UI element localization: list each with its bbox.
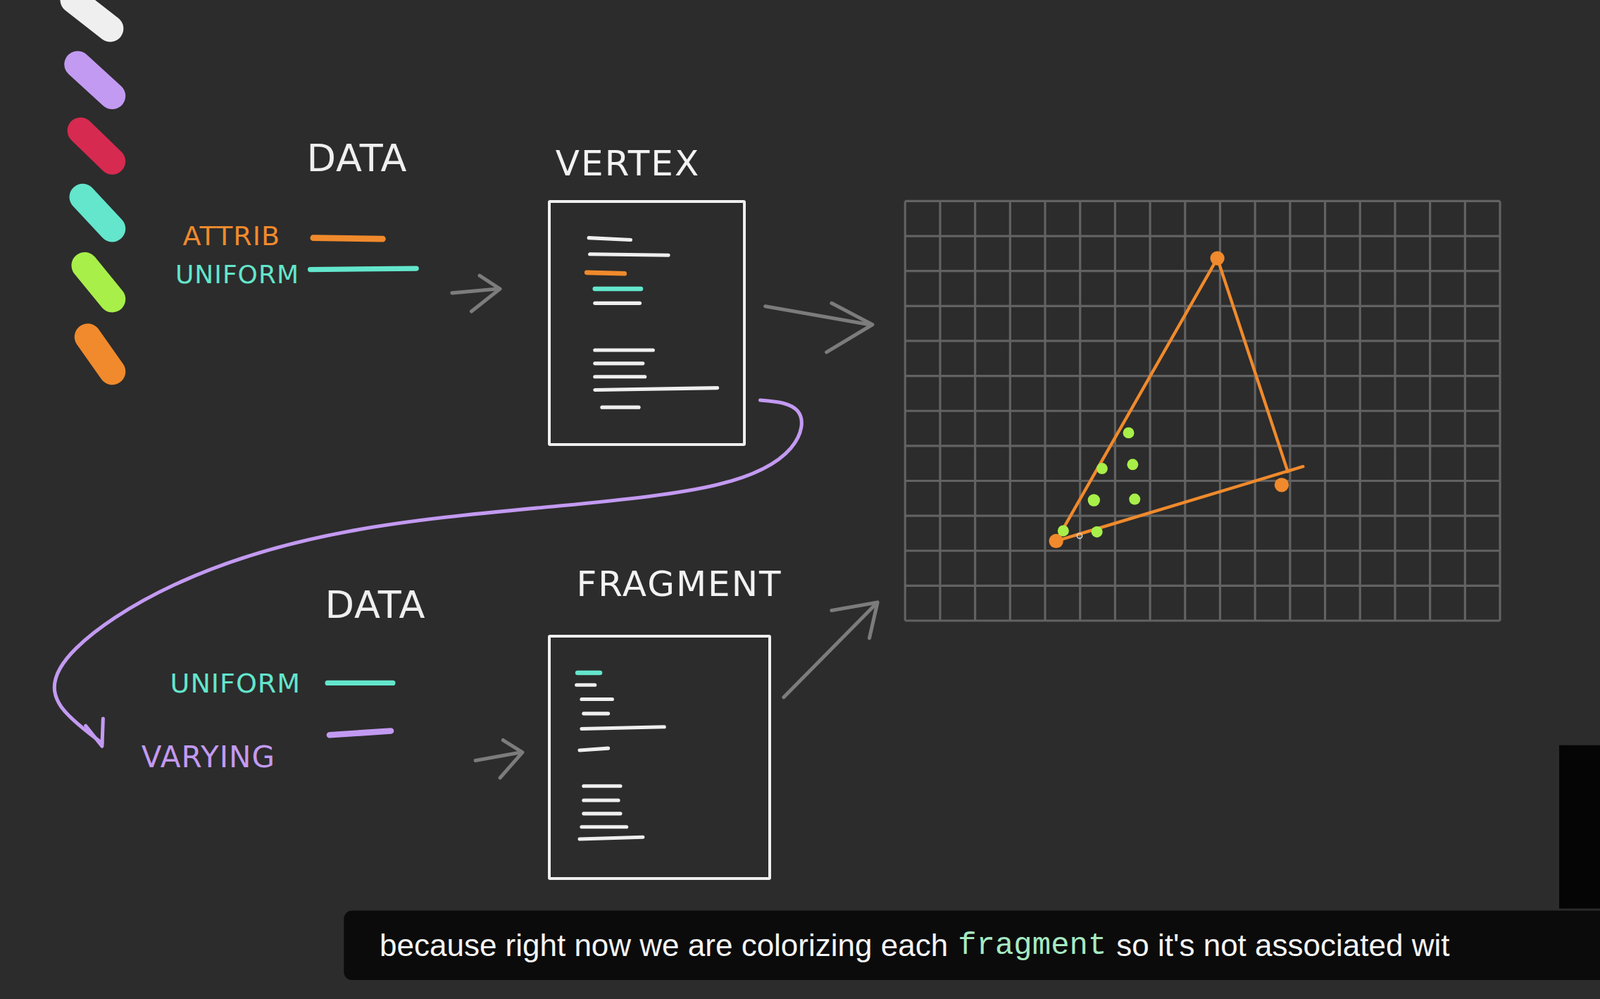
grid-line — [904, 584, 1500, 587]
palette-red — [80, 130, 112, 161]
arrow-head — [85, 718, 104, 746]
code-line — [577, 670, 600, 676]
varying-curve — [54, 400, 802, 743]
code-line — [595, 301, 641, 305]
subtitle-line: because right now we are colorizing each… — [379, 910, 1450, 980]
vertex-dot — [1049, 533, 1064, 548]
uniform-label: UNIFORM — [175, 260, 300, 289]
code-line — [595, 374, 646, 379]
grid-line — [904, 339, 1500, 342]
grid-line — [904, 479, 1500, 482]
shader-box: FRAGMENT — [547, 634, 772, 880]
data-heading: DATA — [324, 583, 426, 626]
data-heading: DATA — [306, 137, 408, 179]
code-line — [595, 361, 643, 365]
strokes — [54, 0, 1303, 839]
arrow-head — [500, 740, 523, 779]
shader-box: VERTEX — [547, 200, 746, 446]
code-line — [602, 405, 639, 410]
cursor-dot — [1076, 533, 1082, 539]
code-line — [595, 347, 654, 352]
grid-line — [904, 234, 1500, 237]
code-line — [581, 726, 665, 729]
grid-line — [904, 374, 1500, 377]
uniform-line — [309, 268, 417, 270]
arrow-head — [831, 602, 878, 639]
uniform-line — [327, 680, 393, 686]
fragment-dot — [1126, 458, 1139, 470]
code-line — [590, 254, 670, 255]
arrow — [452, 288, 498, 293]
code-line — [581, 697, 612, 701]
code-line — [579, 836, 643, 839]
drawing — [54, 0, 1600, 980]
grid-line — [904, 269, 1500, 272]
fragment-dot — [1123, 426, 1135, 439]
uniform-label: UNIFORM — [170, 669, 301, 699]
arrow — [783, 604, 875, 697]
palette-orange — [88, 336, 113, 372]
grid-line — [904, 444, 1500, 447]
fragment-dot — [1057, 525, 1070, 537]
video-overlay — [1559, 745, 1600, 909]
attrib-label: ATTRIB — [183, 221, 281, 252]
varying-line — [329, 730, 391, 735]
fragment-dot — [1088, 493, 1100, 506]
code-line — [595, 286, 641, 292]
fragment-dot — [1128, 493, 1141, 505]
vertex-dot — [1274, 477, 1289, 492]
subtitle-code: fragment — [957, 928, 1107, 962]
fragment-dot — [1091, 526, 1103, 538]
attrib-line — [313, 238, 384, 239]
triangle-edge — [1217, 258, 1289, 472]
palette-cyan — [82, 197, 112, 229]
arrow-head — [471, 275, 500, 312]
vertex-dot — [1210, 250, 1225, 265]
fragment-dot — [1096, 462, 1108, 474]
shader-heading: VERTEX — [555, 144, 700, 184]
subtitle-text: so it's not associated wit — [1116, 928, 1450, 962]
code-line — [588, 238, 631, 241]
grid-line — [904, 619, 1500, 622]
code-line — [576, 683, 596, 687]
grid-line — [904, 200, 1500, 203]
shader-heading: FRAGMENT — [576, 564, 782, 604]
code-line — [583, 811, 621, 815]
code-line — [583, 797, 619, 802]
dots — [1049, 250, 1290, 548]
palette-green — [84, 265, 112, 300]
palette-white — [73, 0, 110, 29]
code-line — [586, 272, 625, 274]
varying-label: VARYING — [141, 740, 276, 774]
subtitle-bar — [343, 910, 1600, 981]
grid-line — [904, 409, 1500, 412]
arrow — [475, 752, 521, 761]
grid-line — [904, 514, 1500, 517]
triangle-edge — [1056, 466, 1304, 541]
code-line — [581, 824, 627, 829]
code-line — [579, 747, 609, 750]
grid-line — [904, 304, 1500, 308]
palette-purple — [77, 64, 112, 96]
pixel-grid — [904, 200, 1500, 621]
code-line — [595, 388, 718, 391]
subtitle-text: because right now we are colorizing each — [379, 928, 948, 962]
arrow-head — [826, 302, 873, 353]
code-line — [583, 783, 621, 788]
code-line — [583, 711, 609, 715]
grid-line — [904, 549, 1500, 552]
